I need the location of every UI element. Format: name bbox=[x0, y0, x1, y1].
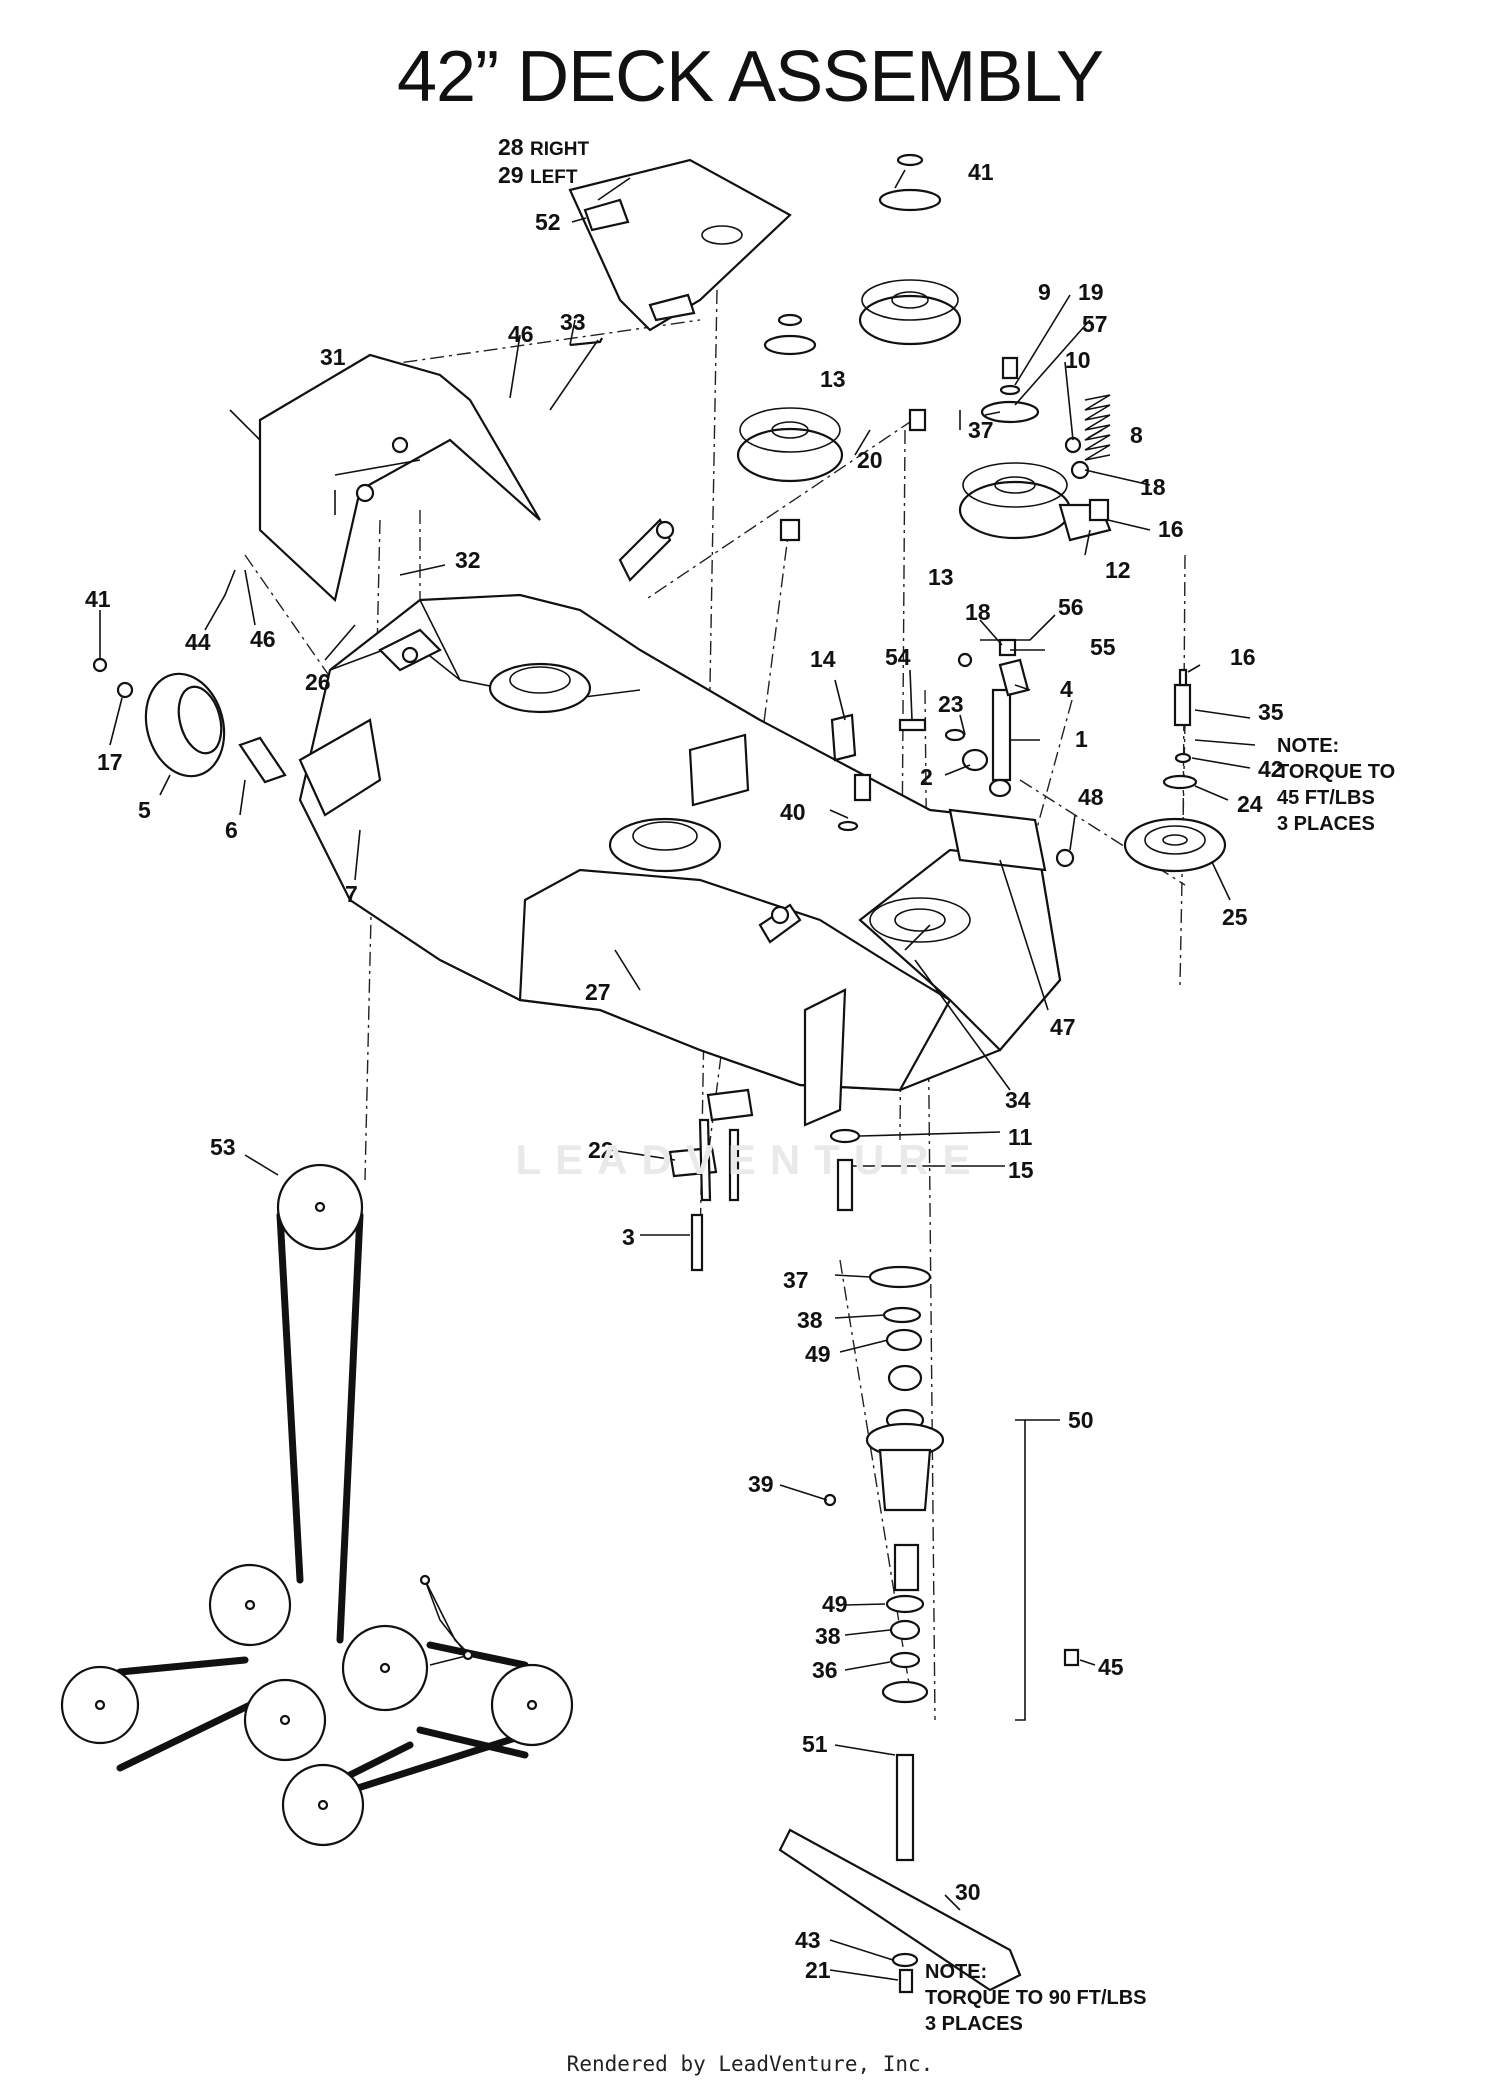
callout-57: 57 bbox=[1082, 311, 1108, 337]
pulley-note-line-3: 45 FT/LBS bbox=[1277, 787, 1375, 809]
callout-31: 31 bbox=[320, 344, 346, 370]
callout-52: 52 bbox=[535, 209, 561, 235]
callouts: 28 RIGHT 29 LEFT 52 41 9 19 57 10 8 18 1… bbox=[85, 134, 1284, 1983]
callout-23: 23 bbox=[938, 691, 964, 717]
callout-4: 4 bbox=[1060, 676, 1073, 702]
leader-lines bbox=[99, 169, 1256, 1981]
callout-42: 42 bbox=[1258, 756, 1284, 782]
callout-3: 3 bbox=[622, 1224, 635, 1250]
callout-47: 47 bbox=[1050, 1014, 1076, 1040]
right-pulley bbox=[1055, 668, 1227, 873]
callout-45: 45 bbox=[1098, 1654, 1124, 1680]
blade-note-line-2: TORQUE TO 90 FT/LBS bbox=[925, 1987, 1147, 2009]
pulley-torque-note: NOTE: TORQUE TO 45 FT/LBS 3 PLACES bbox=[1277, 735, 1395, 835]
callout-49-upper: 49 bbox=[805, 1341, 831, 1367]
callout-46-left: 46 bbox=[250, 626, 276, 652]
belt-cover bbox=[568, 158, 792, 332]
callout-1: 1 bbox=[1075, 726, 1088, 752]
callout-53: 53 bbox=[210, 1134, 236, 1160]
callout-39: 39 bbox=[748, 1471, 774, 1497]
pulley-note-line-2: TORQUE TO bbox=[1277, 761, 1395, 783]
callout-10: 10 bbox=[1065, 347, 1091, 373]
belt-routing bbox=[60, 1163, 574, 1847]
callout-51: 51 bbox=[802, 1731, 828, 1757]
callout-37-top: 37 bbox=[968, 417, 994, 443]
callout-38-upper: 38 bbox=[797, 1307, 823, 1333]
callout-26: 26 bbox=[305, 669, 331, 695]
callout-7: 7 bbox=[345, 881, 358, 907]
callout-13-left: 13 bbox=[820, 366, 846, 392]
callout-25: 25 bbox=[1222, 904, 1248, 930]
callout-21: 21 bbox=[805, 1957, 831, 1983]
callout-46-top: 46 bbox=[508, 321, 534, 347]
callout-12: 12 bbox=[1105, 557, 1131, 583]
callout-19: 19 bbox=[1078, 279, 1104, 305]
watermark: LEADVENTURE bbox=[515, 1136, 985, 1183]
callout-18-top: 18 bbox=[1140, 474, 1166, 500]
callout-56: 56 bbox=[1058, 594, 1084, 620]
callout-16-right: 16 bbox=[1230, 644, 1256, 670]
callout-27: 27 bbox=[585, 979, 611, 1005]
callout-41-left: 41 bbox=[85, 586, 111, 612]
blade-note-line-1: NOTE: bbox=[925, 1961, 987, 1983]
callout-40: 40 bbox=[780, 799, 806, 825]
callout-50: 50 bbox=[1068, 1407, 1094, 1433]
callout-15: 15 bbox=[1008, 1157, 1034, 1183]
pulley-note-line-4: 3 PLACES bbox=[1277, 813, 1375, 835]
callout-35: 35 bbox=[1258, 699, 1284, 725]
callout-33: 33 bbox=[560, 309, 586, 335]
callout-49-lower: 49 bbox=[822, 1591, 848, 1617]
callout-37-spindle: 37 bbox=[783, 1267, 809, 1293]
callout-13-right: 13 bbox=[928, 564, 954, 590]
mower-deck bbox=[298, 518, 1062, 1127]
idler-arm-hardware bbox=[830, 638, 1030, 832]
idler-pulleys bbox=[736, 153, 1112, 542]
blade-note-line-3: 3 PLACES bbox=[925, 2013, 1023, 2035]
spindle-assembly bbox=[668, 1088, 1080, 1994]
callout-36: 36 bbox=[812, 1657, 838, 1683]
callout-22: 22 bbox=[588, 1137, 614, 1163]
callout-48: 48 bbox=[1078, 784, 1104, 810]
callout-43: 43 bbox=[795, 1927, 821, 1953]
callout-28-label: RIGHT bbox=[530, 139, 590, 160]
callout-28: 28 bbox=[498, 134, 524, 160]
footer-credit: Rendered by LeadVenture, Inc. bbox=[566, 2052, 934, 2076]
callout-18-mid: 18 bbox=[965, 599, 991, 625]
callout-41-top: 41 bbox=[968, 159, 994, 185]
callout-38-lower: 38 bbox=[815, 1623, 841, 1649]
callout-17: 17 bbox=[97, 749, 123, 775]
pulley-note-line-1: NOTE: bbox=[1277, 735, 1339, 757]
callout-24: 24 bbox=[1237, 791, 1263, 817]
callout-16-top: 16 bbox=[1158, 516, 1184, 542]
callout-6: 6 bbox=[225, 817, 238, 843]
callout-9: 9 bbox=[1038, 279, 1051, 305]
callout-5: 5 bbox=[138, 797, 151, 823]
discharge-chute bbox=[258, 337, 603, 603]
callout-14: 14 bbox=[810, 646, 836, 672]
callout-54: 54 bbox=[885, 644, 911, 670]
callout-11: 11 bbox=[1008, 1124, 1033, 1150]
callout-8: 8 bbox=[1130, 422, 1143, 448]
blade-torque-note: NOTE: TORQUE TO 90 FT/LBS 3 PLACES bbox=[925, 1961, 1147, 2035]
callout-29: 29 bbox=[498, 162, 524, 188]
callout-20: 20 bbox=[857, 447, 883, 473]
callout-44: 44 bbox=[185, 629, 211, 655]
callout-30: 30 bbox=[955, 1879, 981, 1905]
diagram-title: 42” DECK ASSEMBLY bbox=[397, 37, 1104, 117]
callout-29-label: LEFT bbox=[530, 167, 578, 188]
gauge-wheel bbox=[92, 657, 287, 784]
callout-2: 2 bbox=[920, 764, 933, 790]
callout-55: 55 bbox=[1090, 634, 1116, 660]
callout-34: 34 bbox=[1005, 1087, 1031, 1113]
callout-32: 32 bbox=[455, 547, 481, 573]
